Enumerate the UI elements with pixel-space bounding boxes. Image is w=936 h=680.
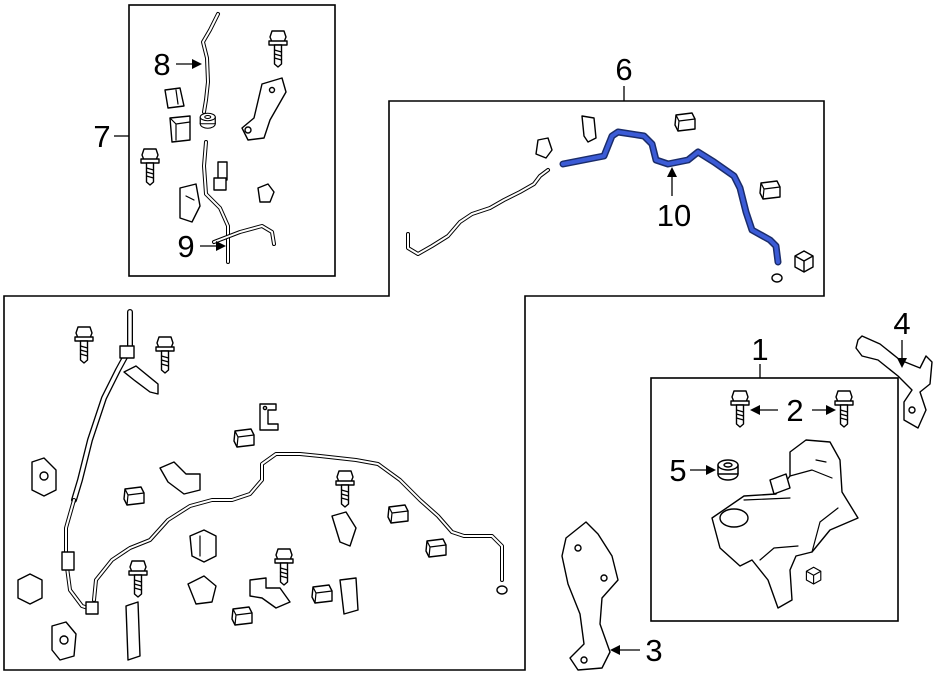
bolt-box1-right	[834, 390, 854, 428]
clip-lower-3	[311, 584, 333, 604]
bolt-lower-2	[155, 336, 175, 374]
bracket-4	[855, 335, 933, 429]
clamp-box6-a	[674, 112, 696, 132]
clamp-lower-1	[387, 504, 409, 524]
return-tube-long	[92, 452, 508, 602]
grommet-box7	[199, 112, 216, 129]
leader-10	[667, 167, 677, 196]
box-6-frame	[3, 100, 825, 671]
grommet-lower-5	[17, 573, 43, 605]
fitting-box7	[213, 161, 228, 191]
nut-box1	[805, 566, 822, 585]
ring-box6	[771, 273, 783, 283]
clip-lower-2	[123, 486, 145, 506]
bracket-lower-5	[51, 621, 77, 661]
bracket-3	[561, 521, 619, 671]
clip-lower-4	[231, 606, 253, 626]
bracket-lower-6	[125, 601, 141, 661]
leader-4	[897, 340, 907, 368]
bracket-lower-1	[159, 461, 201, 495]
callout-9: 9	[177, 229, 194, 264]
bolt-lower-4	[128, 560, 148, 598]
bolt-box7-left	[140, 148, 160, 186]
grommet-lower-4	[187, 575, 217, 605]
clamp-box6-b	[759, 180, 781, 200]
leader-5	[690, 465, 716, 475]
reservoir-1	[711, 439, 859, 609]
nut-box6	[794, 250, 814, 273]
clip-box6-left	[535, 137, 553, 159]
leader-8	[176, 59, 202, 69]
bolt-lower-1	[74, 326, 94, 364]
callout-2: 2	[786, 393, 803, 428]
callout-8: 8	[153, 47, 170, 82]
mount-lower-1	[31, 457, 57, 497]
bracket-box6-top	[581, 115, 597, 143]
box-7-frame	[128, 4, 336, 277]
bracket-lower-4	[339, 577, 359, 615]
bolt-box7-top	[268, 30, 288, 68]
leader-3	[610, 645, 640, 655]
leader-2	[750, 405, 836, 415]
grommet-lower-3	[189, 529, 217, 563]
clip-box7-b	[169, 115, 191, 143]
grommet-lower-1	[233, 428, 255, 448]
callout-1: 1	[751, 332, 768, 367]
box-1-frame	[650, 377, 899, 622]
bracket-hose-clamp	[123, 365, 159, 395]
grommet-box7-right	[257, 183, 275, 203]
bracket-lower-2	[331, 511, 357, 547]
bracket-lower-3	[249, 577, 291, 609]
pressure-hose-left	[61, 309, 135, 615]
callout-7: 7	[93, 119, 110, 154]
callout-3: 3	[645, 633, 662, 668]
pipe-6	[406, 168, 550, 256]
bolt-box1-left	[730, 390, 750, 428]
bracket-box7-mid	[179, 183, 201, 223]
callout-10: 10	[657, 198, 691, 233]
clip-lower-1	[259, 403, 279, 431]
grommet-5	[717, 459, 739, 481]
mount-bracket-box7	[241, 77, 287, 141]
hose-8	[201, 12, 220, 114]
callout-4: 4	[893, 306, 910, 341]
bolt-lower-3	[335, 470, 355, 508]
hose-10-highlighted	[559, 128, 782, 266]
hose-9	[202, 140, 276, 264]
callout-5: 5	[669, 453, 686, 488]
bolt-lower-5	[274, 548, 294, 586]
leader-9	[200, 241, 226, 251]
clip-box7-a	[164, 87, 185, 109]
callout-6: 6	[615, 52, 632, 87]
grommet-lower-2	[425, 538, 447, 558]
